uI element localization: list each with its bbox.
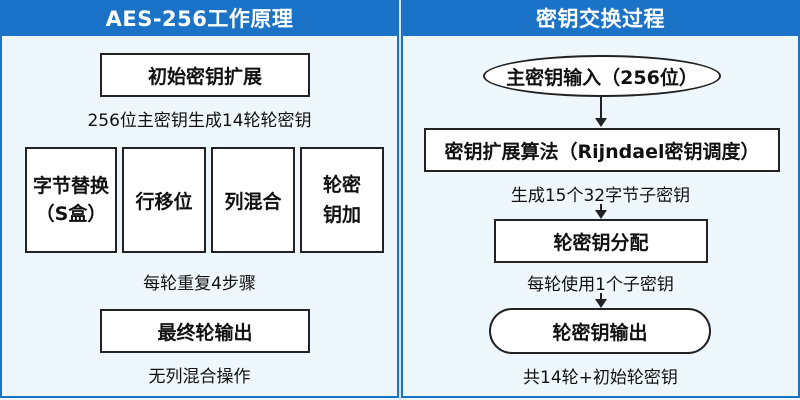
round-key-output-pill: 轮密钥输出	[489, 308, 711, 354]
expansion-algorithm-box: 密钥扩展算法（Rijndael密钥调度）	[424, 128, 780, 172]
step-label: 列混合	[224, 190, 282, 213]
master-key-oval: 主密钥输入（256位）	[483, 55, 721, 97]
key-expansion-label: 初始密钥扩展	[147, 65, 262, 88]
panel-title: 密钥交换过程	[403, 0, 798, 36]
arrow-line	[600, 293, 602, 301]
step-label: 轮密	[322, 174, 361, 196]
step-label: 字节替换	[32, 175, 109, 197]
distribution-label: 轮密钥分配	[553, 231, 649, 254]
steps-note: 每轮重复4步骤	[143, 274, 256, 294]
expansion-algorithm-label: 密钥扩展算法（Rijndael密钥调度）	[444, 140, 760, 163]
panel-divider	[399, 0, 401, 400]
arrow-down-icon	[595, 118, 607, 127]
key-expansion-note: 256位主密钥生成14轮轮密钥	[87, 111, 312, 131]
step-sublabel: （S盒）	[35, 203, 107, 225]
step-label: 行移位	[135, 190, 193, 213]
key-expansion-box: 初始密钥扩展	[100, 53, 310, 97]
expansion-note: 生成15个32字节子密钥	[510, 186, 691, 206]
step-box-addroundkey: 轮密 钥加	[300, 147, 384, 253]
final-round-label: 最终轮输出	[157, 321, 253, 344]
aes-principle-panel: AES-256工作原理 初始密钥扩展 256位主密钥生成14轮轮密钥 字节替换 …	[0, 0, 399, 398]
final-round-box: 最终轮输出	[100, 309, 310, 353]
arrow-line	[600, 204, 602, 212]
arrow-down-icon	[595, 299, 607, 308]
output-note: 共14轮+初始轮密钥	[523, 368, 678, 388]
key-exchange-panel: 密钥交换过程 主密钥输入（256位） 密钥扩展算法（Rijndael密钥调度） …	[401, 0, 800, 398]
output-label: 轮密钥输出	[552, 321, 648, 344]
distribution-note: 每轮使用1个子密钥	[527, 275, 674, 295]
step-box-subbytes: 字节替换 （S盒）	[25, 147, 117, 253]
final-round-note: 无列混合操作	[148, 367, 251, 387]
arrow-down-icon	[595, 210, 607, 219]
arrow-line	[600, 97, 602, 119]
master-key-label: 主密钥输入（256位）	[506, 66, 698, 89]
round-key-distribution-box: 轮密钥分配	[494, 219, 708, 263]
step-sublabel: 钥加	[322, 204, 361, 226]
panel-title: AES-256工作原理	[2, 0, 397, 36]
step-box-shiftrows: 行移位	[122, 147, 206, 253]
step-box-mixcolumns: 列混合	[211, 147, 295, 253]
